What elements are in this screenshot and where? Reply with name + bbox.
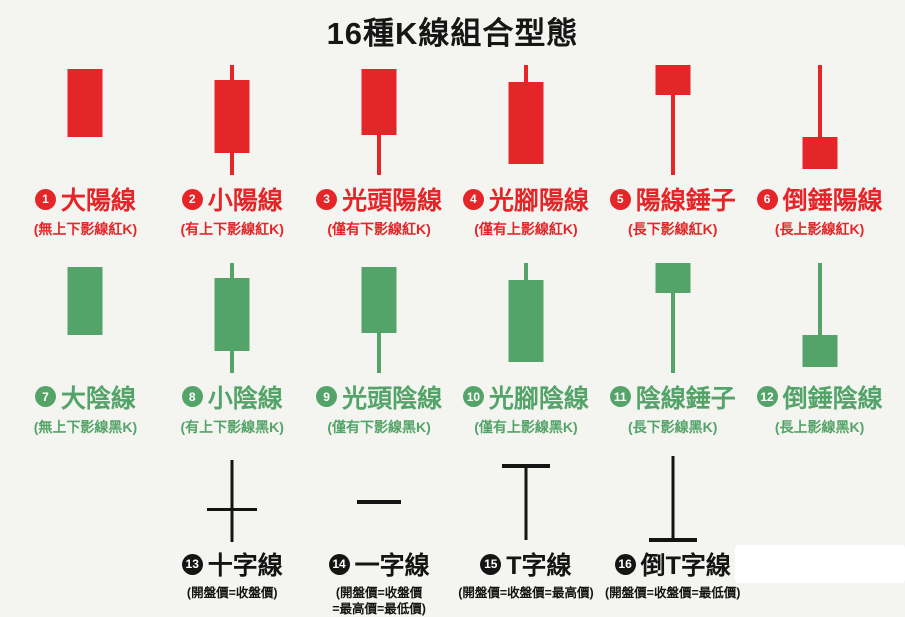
pattern-number-badge: 15 — [480, 553, 502, 575]
candlestick-icon — [641, 65, 705, 175]
inverted-t-line-icon — [641, 456, 705, 544]
pattern-name: 倒錘陽線 — [782, 187, 883, 215]
pattern-note: (長上影線紅K) — [774, 221, 865, 237]
candlestick-icon — [200, 263, 264, 373]
candlestick-icon — [494, 263, 558, 373]
pattern-note: (開盤價=收盤價=最高價) — [458, 586, 594, 600]
candlestick-icon — [53, 263, 117, 373]
pattern-name: 光頭陰線 — [342, 384, 443, 413]
pattern-name: 倒錘陰線 — [782, 384, 883, 413]
pattern-note: (僅有上影線黑K) — [474, 418, 578, 435]
pattern-note: (有上下影線黑K) — [180, 418, 284, 435]
pattern-note: (有上下影線紅K) — [180, 221, 284, 237]
candlestick-icon — [347, 263, 411, 373]
pattern-number-badge: 2 — [181, 188, 203, 210]
pattern-name: 小陽線 — [207, 187, 283, 215]
pattern-number-badge: 1 — [34, 188, 56, 210]
pattern-note: (長下影線黑K) — [628, 418, 718, 435]
pattern-name: 大陽線 — [60, 187, 136, 215]
pattern-note: (無上下影線黑K) — [33, 418, 138, 435]
pattern-number-badge: 12 — [756, 386, 778, 407]
candlestick-icon — [641, 263, 705, 373]
pattern-name: 小陰線 — [207, 384, 283, 413]
doji-cross-icon — [200, 456, 264, 544]
pattern-number-badge: 11 — [609, 386, 631, 407]
pattern-number-badge: 5 — [609, 188, 631, 210]
pattern-name: 光腳陽線 — [488, 187, 589, 215]
pattern-name: 一字線 — [354, 552, 430, 580]
watermark-cover — [735, 545, 905, 583]
dash-line-icon — [347, 456, 411, 544]
pattern-note: (長上影線黑K) — [774, 418, 865, 435]
candlestick-icon — [494, 65, 558, 175]
pattern-number-badge: 13 — [181, 553, 203, 575]
pattern-name: 陽線錘子 — [635, 187, 736, 215]
pattern-number-badge: 8 — [181, 386, 203, 407]
pattern-number-badge: 6 — [756, 188, 778, 210]
pattern-number-badge: 7 — [34, 386, 56, 407]
pattern-name: 光腳陰線 — [488, 384, 589, 413]
candlestick-icon — [200, 65, 264, 175]
t-line-icon — [494, 456, 558, 544]
candlestick-icon — [347, 65, 411, 175]
pattern-number-badge: 9 — [316, 386, 338, 407]
candlestick-icon — [788, 65, 852, 175]
pattern-name: T字線 — [506, 552, 572, 580]
pattern-number-badge: 4 — [462, 188, 484, 210]
page-title: 16種K線組合型態 — [326, 16, 579, 51]
pattern-number-badge: 14 — [328, 553, 350, 575]
pattern-note: (長下影線紅K) — [628, 221, 718, 237]
candlestick-icon — [788, 263, 852, 373]
pattern-number-badge: 16 — [614, 553, 636, 575]
pattern-number-badge: 10 — [462, 386, 484, 407]
pattern-number-badge: 3 — [316, 188, 338, 210]
pattern-note: (開盤價=收盤價=最低價) — [605, 586, 741, 600]
pattern-name: 大陰線 — [60, 384, 136, 413]
pattern-name: 十字線 — [207, 552, 283, 580]
candlestick-icon — [53, 65, 117, 175]
pattern-note: (僅有下影線黑K) — [327, 418, 431, 435]
pattern-note: (開盤價=收盤價 =最高價=最低價) — [332, 586, 426, 616]
pattern-name: 陰線錘子 — [635, 384, 736, 413]
pattern-name: 光頭陽線 — [342, 187, 443, 215]
pattern-note: (開盤價=收盤價) — [186, 586, 278, 600]
pattern-note: (無上下影線紅K) — [33, 221, 138, 237]
pattern-note: (僅有下影線紅K) — [327, 221, 431, 237]
pattern-name: 倒T字線 — [640, 552, 731, 580]
pattern-note: (僅有上影線紅K) — [474, 221, 578, 237]
